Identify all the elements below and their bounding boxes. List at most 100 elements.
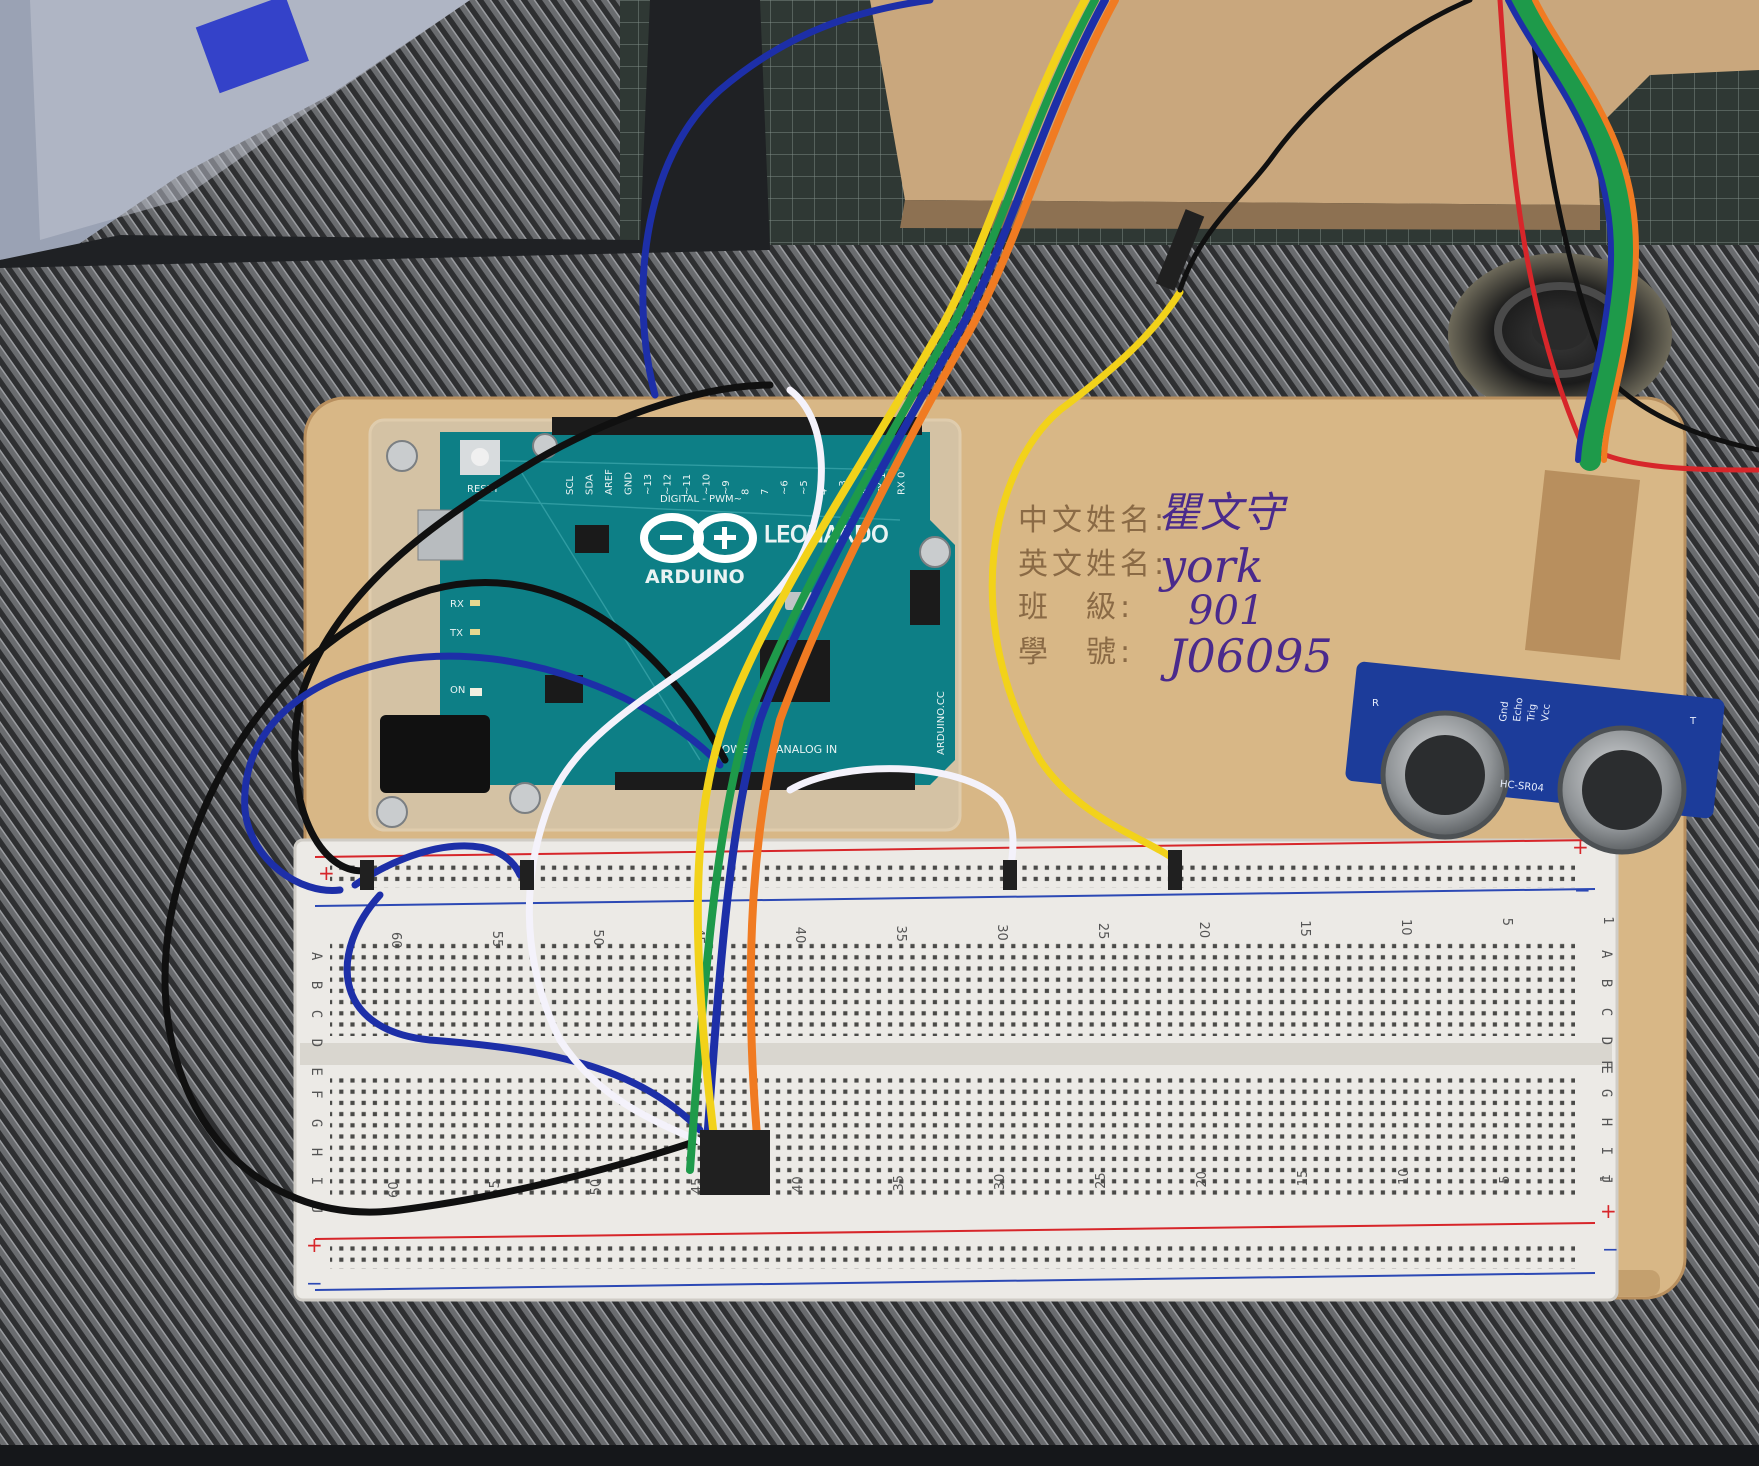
pin-label: ~9	[721, 480, 732, 495]
english-name-label: 英文姓名:	[1018, 547, 1168, 582]
row-letters-top-left: A B C D E	[308, 952, 324, 1082]
ribbon-green	[686, 0, 1099, 1174]
pin-label: 4	[819, 489, 830, 495]
pin-label: AREF	[604, 469, 615, 495]
bottom-blue-rail-line	[314, 1272, 1596, 1291]
plug-1	[520, 860, 534, 890]
pin-label: SCL	[565, 476, 576, 495]
ribbon-to-sensor	[1509, 0, 1635, 471]
chinese-name-value: 瞿文守	[1158, 488, 1288, 537]
row-letters-top-right: A B C D E	[1598, 950, 1614, 1080]
wire-black-top	[1177, 0, 1473, 293]
wire-white-long	[525, 386, 825, 1154]
reset-button-cap	[471, 448, 489, 466]
english-name-value: york	[1158, 539, 1264, 593]
sensor-model: HC-SR04	[1499, 779, 1544, 795]
column-number: 25	[1094, 1172, 1109, 1189]
wire-red-speaker	[1497, 0, 1759, 473]
pin-label: ~11	[682, 474, 693, 495]
cardboard-box-shadow	[900, 200, 1600, 230]
class-value: 901	[1188, 588, 1264, 634]
class-label: 班 級:	[1018, 590, 1134, 625]
rail-minus-bottom-left: −	[306, 1271, 323, 1295]
column-number: 35	[893, 926, 908, 943]
screw-top-left	[386, 440, 418, 472]
wire-blue-left-loop	[241, 652, 724, 894]
pin-label: GND	[624, 472, 635, 495]
column-number: 30	[993, 1174, 1008, 1191]
center-channel	[300, 1043, 1612, 1065]
column-number: 60	[388, 932, 403, 949]
wire-yellow	[988, 288, 1184, 864]
rail-minus-top-right: −	[1574, 878, 1591, 902]
masking-tape	[1525, 470, 1640, 660]
terminal-holes-top	[330, 940, 1575, 1036]
sensor-receiver-core	[1405, 735, 1485, 815]
pin-label: ~10	[702, 474, 713, 495]
column-number: 15	[1297, 920, 1312, 937]
column-number: 1	[1599, 1174, 1614, 1182]
pin-label: RX 0	[897, 472, 908, 495]
column-number: 15	[1296, 1170, 1311, 1187]
rail-plus-top-left: +	[318, 861, 335, 885]
wire-black-usb	[291, 381, 774, 875]
pin-label: ~6	[780, 480, 791, 495]
column-number: 25	[1095, 923, 1110, 940]
pin-label: 7	[760, 489, 771, 495]
led-on	[470, 688, 482, 696]
top-red-rail-line	[314, 839, 1596, 858]
digital-header	[552, 417, 922, 435]
wire-blue-bottom	[343, 842, 704, 1134]
blue-part-in-box	[195, 0, 309, 94]
column-number: 20	[1196, 922, 1211, 939]
column-number: 5	[1499, 918, 1514, 926]
wire-white-short	[786, 765, 1017, 874]
plastic-box-edge	[30, 0, 470, 240]
digital-label: DIGITAL - PWM~	[660, 494, 742, 505]
row-letters-bottom-left: F G H I J	[308, 1090, 324, 1220]
ribbon-to-sensor-orange	[1532, 0, 1640, 463]
ribbon-blue	[701, 0, 1109, 1174]
chinese-name-label: 中文姓名:	[1018, 503, 1168, 538]
sensor-pin-label: Gnd	[1498, 701, 1511, 722]
pin-label: ~5	[799, 480, 810, 495]
sensor-pin-label: Echo	[1512, 697, 1525, 722]
column-number: 1	[1600, 916, 1615, 924]
rail-plus-bottom-left: +	[306, 1233, 323, 1257]
row-letters-bottom-right: F G H I J	[1598, 1060, 1614, 1190]
plug-4	[700, 1130, 770, 1195]
secondary-chip	[575, 525, 609, 553]
column-number: 55	[489, 931, 504, 948]
power-label: POWER	[715, 743, 756, 756]
wire-connector-yellow	[1155, 209, 1205, 291]
led-tx	[470, 629, 480, 635]
rail-minus-bottom-right: −	[1602, 1237, 1619, 1261]
pin-label: 8	[741, 489, 752, 495]
screen-edge	[0, 1445, 1759, 1466]
screw-top-right	[919, 536, 951, 568]
column-number: 35	[892, 1175, 907, 1192]
bottom-red-rail-line	[314, 1222, 1596, 1240]
column-number: 30	[994, 924, 1009, 941]
column-number: 40	[792, 927, 807, 944]
icsp-header	[910, 570, 940, 625]
sensor-pin-label: Vcc	[1540, 703, 1553, 722]
dark-desk	[0, 0, 770, 268]
column-number: 50	[590, 929, 605, 946]
column-number: 50	[589, 1179, 604, 1196]
sensor-pin-label: Trig	[1526, 703, 1539, 723]
wire-black-speaker	[1527, 0, 1759, 453]
column-number: 10	[1398, 919, 1413, 936]
plug-5	[360, 860, 374, 890]
sensor-left-label: R	[1372, 698, 1379, 709]
sensor-transmitter-core	[1582, 750, 1662, 830]
bottom-power-holes	[330, 1245, 1575, 1269]
terminal-holes-bottom	[330, 1075, 1575, 1195]
plug-2	[1003, 860, 1017, 890]
jumper-wires	[161, 0, 1759, 1216]
student-id-value: J06095	[1160, 629, 1333, 683]
